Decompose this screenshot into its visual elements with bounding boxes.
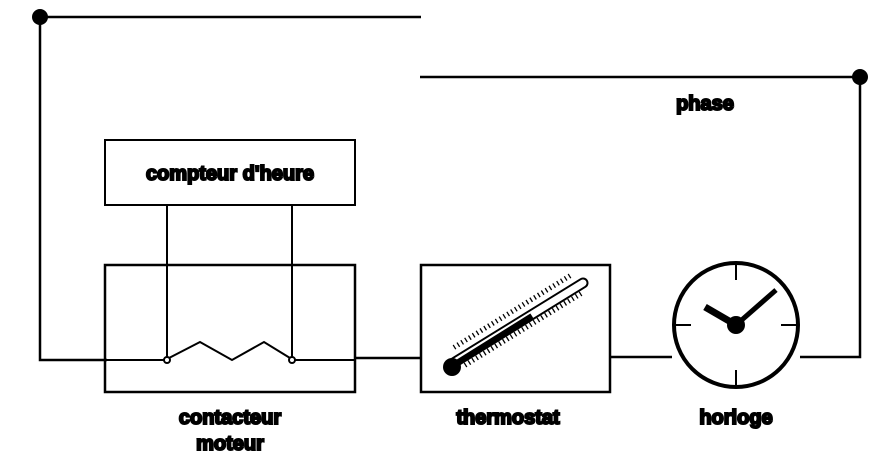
thermometer-tick [567, 273, 572, 279]
phase-label: phase [676, 93, 734, 115]
thermometer-tick [471, 332, 476, 338]
thermometer-tick [494, 343, 499, 349]
thermometer-tick [510, 309, 514, 315]
terminal-right [288, 356, 296, 364]
thermometer-tick [506, 311, 511, 317]
thermometer-tick [574, 293, 579, 299]
thermometer-tick [521, 301, 526, 307]
thermometer-tick [498, 316, 503, 322]
thermometer-tick [559, 278, 564, 284]
thermometer-tick [505, 336, 510, 342]
thermometer-tick [556, 280, 560, 286]
thermometer-tick [517, 304, 522, 310]
thermometer-tick [547, 310, 552, 316]
clock-icon [672, 261, 800, 389]
thermometer-tick [487, 323, 491, 329]
thermometer-tick [513, 306, 518, 312]
thermometer-tick [563, 275, 568, 281]
thermometer-tick [464, 337, 468, 343]
thermometer-tick [471, 357, 476, 363]
thermostat-box [419, 263, 612, 394]
thermometer-tick [463, 362, 468, 368]
thermometer-tick [467, 360, 472, 366]
thermometer-tick [483, 325, 488, 331]
hour-counter-label: compteur d'heure [146, 163, 314, 185]
contactor-label-1: contacteur [179, 407, 281, 429]
thermometer-tick [501, 338, 506, 344]
right-wire [800, 77, 862, 359]
thermometer-tick [555, 305, 560, 311]
thermometer-tick [475, 330, 480, 336]
thermometer-tick [494, 318, 499, 324]
thermometer-tick [475, 355, 479, 361]
thermometer-tick [478, 352, 483, 358]
contactor-box [103, 263, 357, 394]
thermometer-tick [524, 324, 529, 330]
thermometer-tick [540, 315, 545, 321]
thermometer-tick [509, 334, 514, 340]
thermometer-tick [578, 291, 583, 297]
thermostat-label: thermostat [456, 407, 560, 429]
thermometer-tick [528, 322, 533, 328]
thermometer-tick [540, 290, 545, 296]
thermometer-tick [498, 341, 502, 347]
thermometer-tick [544, 312, 548, 318]
thermometer-tick [567, 298, 571, 304]
thermometer-tick [517, 329, 522, 335]
thermometer-tick [490, 320, 495, 326]
thermometer-tick [486, 348, 491, 354]
thermometer-tick [563, 300, 568, 306]
thermometer-tick [482, 350, 487, 356]
coil-icon [168, 340, 291, 362]
clock-label: horloge [699, 407, 772, 429]
thermometer-tick [456, 342, 461, 348]
left-wire [38, 17, 107, 362]
thermometer-tick [479, 328, 484, 333]
thermometer-tick [536, 317, 541, 323]
thermometer-tick [570, 296, 575, 302]
thermometer-tick [548, 285, 553, 291]
thermometer-tick [502, 313, 507, 319]
thermometer-tick [452, 344, 457, 350]
contactor-label-2: moteur [196, 433, 264, 455]
thermometer-tick [513, 331, 518, 337]
thermometer-tick [552, 283, 557, 289]
thermometer-tick [551, 308, 556, 313]
thermometer-tick [525, 299, 530, 305]
thermometer-tick [532, 319, 537, 325]
thermometer-tick [559, 303, 564, 309]
thermometer-tick [544, 287, 549, 293]
thermometer-tick [460, 339, 465, 345]
thermometer-tick [490, 345, 495, 351]
thermometer-icon [443, 273, 589, 376]
thermometer-tick [533, 294, 537, 300]
terminal-left [163, 356, 171, 364]
thermometer-tick [529, 297, 534, 303]
thermometer-tick [521, 326, 525, 332]
thermometer-tick [536, 292, 541, 298]
hour-counter-box [104, 139, 356, 206]
thermometer-tick [467, 335, 472, 341]
